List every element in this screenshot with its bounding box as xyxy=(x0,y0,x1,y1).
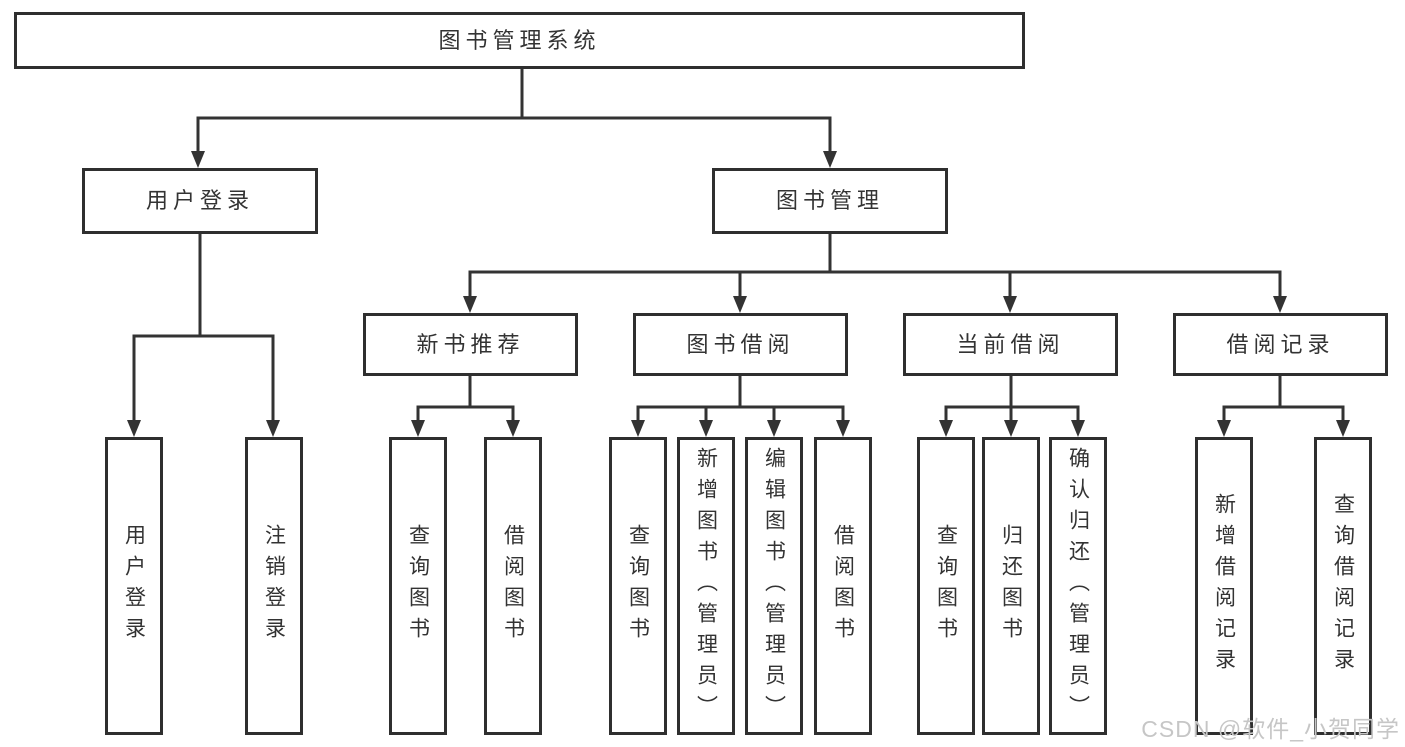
node-leaf-confirm-return-admin-label: 确认归还（管理员） xyxy=(1066,446,1090,726)
node-borrowing-records: 借阅记录 xyxy=(1173,313,1388,376)
node-book-borrowing-label: 图书借阅 xyxy=(686,331,795,357)
node-leaf-query-books-recommend: 查询图书 xyxy=(389,437,447,735)
node-current-borrowing-label: 当前借阅 xyxy=(956,331,1065,357)
node-root-label: 图书管理系统 xyxy=(438,27,601,53)
node-borrowing-records-label: 借阅记录 xyxy=(1226,331,1335,357)
node-book-management: 图书管理 xyxy=(712,168,948,234)
arrow-heads xyxy=(127,151,1350,437)
node-leaf-confirm-return-admin: 确认归还（管理员） xyxy=(1049,437,1107,735)
node-new-book-recommend: 新书推荐 xyxy=(363,313,578,376)
node-leaf-query-borrow-record: 查询借阅记录 xyxy=(1314,437,1372,735)
node-leaf-query-books-current: 查询图书 xyxy=(917,437,975,735)
watermark: CSDN @软件_小贺同学 xyxy=(1141,716,1400,742)
node-new-book-recommend-label: 新书推荐 xyxy=(416,331,525,357)
node-root: 图书管理系统 xyxy=(14,12,1025,69)
node-leaf-query-books-current-label: 查询图书 xyxy=(934,524,958,648)
node-leaf-add-borrow-record-label: 新增借阅记录 xyxy=(1212,493,1236,679)
node-leaf-query-borrow-record-label: 查询借阅记录 xyxy=(1331,493,1355,679)
node-leaf-add-borrow-record: 新增借阅记录 xyxy=(1195,437,1253,735)
node-leaf-query-books-recommend-label: 查询图书 xyxy=(406,524,430,648)
node-leaf-borrow-books-borrow: 借阅图书 xyxy=(814,437,872,735)
node-leaf-return-books: 归还图书 xyxy=(982,437,1040,735)
node-leaf-user-login-label: 用户登录 xyxy=(122,524,146,648)
node-leaf-user-login: 用户登录 xyxy=(105,437,163,735)
node-leaf-borrow-books-recommend-label: 借阅图书 xyxy=(501,524,525,648)
node-leaf-borrow-books-recommend: 借阅图书 xyxy=(484,437,542,735)
node-leaf-logout-label: 注销登录 xyxy=(262,524,286,648)
node-user-login-group-label: 用户登录 xyxy=(145,188,254,213)
node-leaf-edit-books-admin-label: 编辑图书（管理员） xyxy=(762,446,786,726)
node-book-management-label: 图书管理 xyxy=(775,188,884,213)
node-leaf-return-books-label: 归还图书 xyxy=(999,524,1023,648)
node-leaf-query-books-borrow: 查询图书 xyxy=(609,437,667,735)
node-leaf-borrow-books-borrow-label: 借阅图书 xyxy=(831,524,855,648)
node-book-borrowing: 图书借阅 xyxy=(633,313,848,376)
node-leaf-add-books-admin-label: 新增图书（管理员） xyxy=(694,446,718,726)
node-current-borrowing: 当前借阅 xyxy=(903,313,1118,376)
node-leaf-logout: 注销登录 xyxy=(245,437,303,735)
node-leaf-add-books-admin: 新增图书（管理员） xyxy=(677,437,735,735)
node-leaf-query-books-borrow-label: 查询图书 xyxy=(626,524,650,648)
node-leaf-edit-books-admin: 编辑图书（管理员） xyxy=(745,437,803,735)
node-user-login-group: 用户登录 xyxy=(82,168,318,234)
